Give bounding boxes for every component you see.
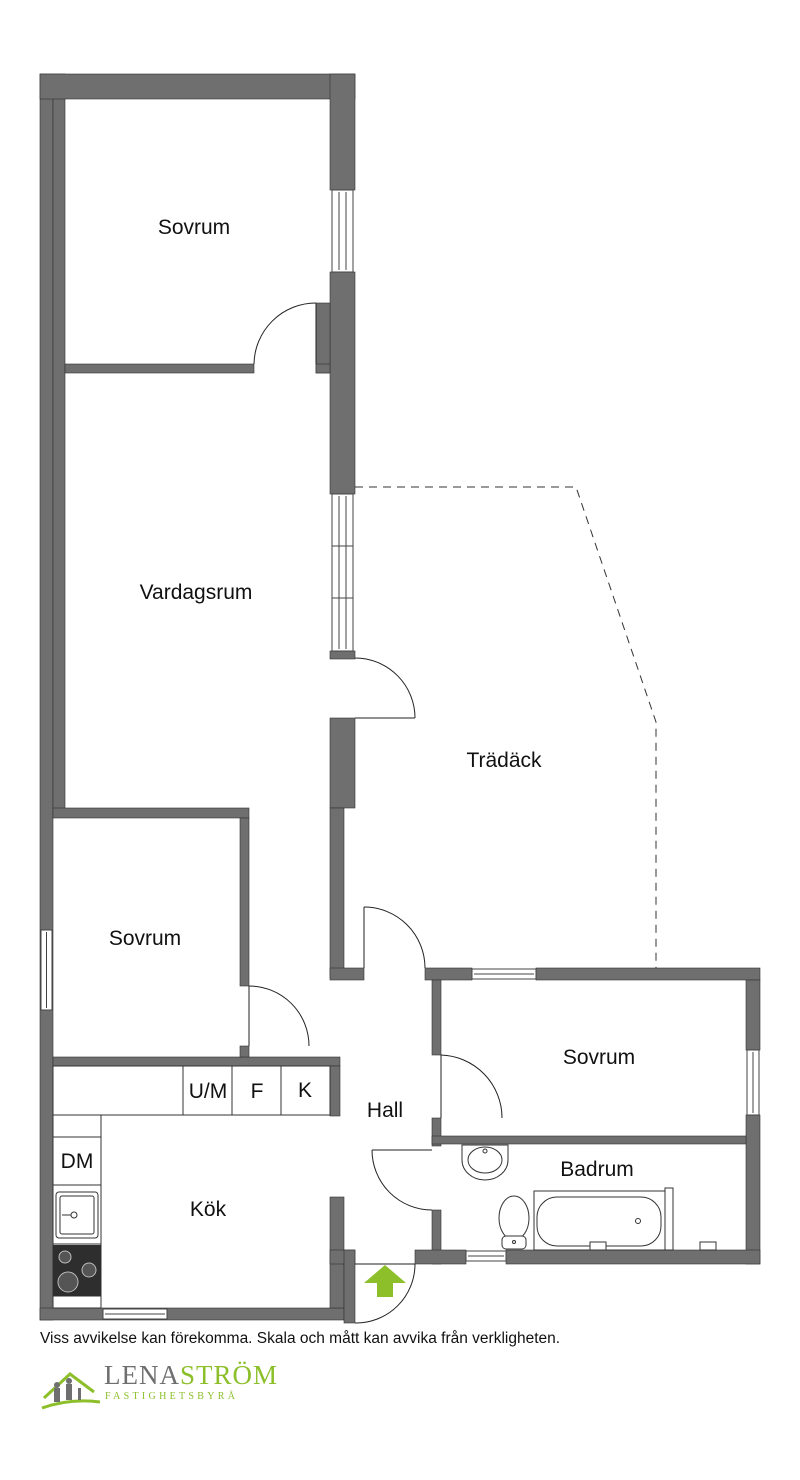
brand-subtitle: FASTIGHETSBYRÅ (105, 1391, 239, 1402)
room-label-hall: Hall (367, 1099, 403, 1122)
room-label-sovrum-top: Sovrum (158, 216, 230, 239)
kitchen-sink (55, 1191, 99, 1239)
brand-name-part2: STRÖM (179, 1360, 279, 1390)
walls (39, 73, 761, 1324)
fixture-label-um: U/M (189, 1080, 228, 1103)
room-label-sovrum-left: Sovrum (109, 927, 181, 950)
house-logo-icon (41, 1372, 101, 1410)
floor-plan: Sovrum Vardagsrum Trädäck Sovrum Sovrum … (39, 73, 761, 1324)
fixture-label-k: K (298, 1079, 312, 1102)
disclaimer-text: Viss avvikelse kan förekomma. Skala och … (40, 1330, 561, 1347)
room-label-badrum: Badrum (560, 1158, 634, 1181)
windows (40, 189, 760, 1320)
doors (248, 302, 503, 1324)
brand-name: LENASTRÖM (104, 1360, 278, 1391)
fixture-label-f: F (251, 1080, 264, 1103)
room-label-vardagsrum: Vardagsrum (140, 581, 253, 604)
brand-name-part1: LENA (104, 1360, 180, 1390)
bathroom-fixtures (461, 1144, 717, 1251)
stove (53, 1245, 101, 1296)
deck-outline (355, 486, 657, 968)
entrance-arrow-icon (364, 1265, 406, 1297)
room-label-tradack: Trädäck (466, 749, 542, 772)
room-label-kok: Kök (190, 1198, 227, 1221)
fixture-label-dm: DM (61, 1150, 94, 1173)
room-label-sovrum-right: Sovrum (563, 1046, 635, 1069)
brand-logo: LENASTRÖM FASTIGHETSBYRÅ (40, 1358, 300, 1414)
